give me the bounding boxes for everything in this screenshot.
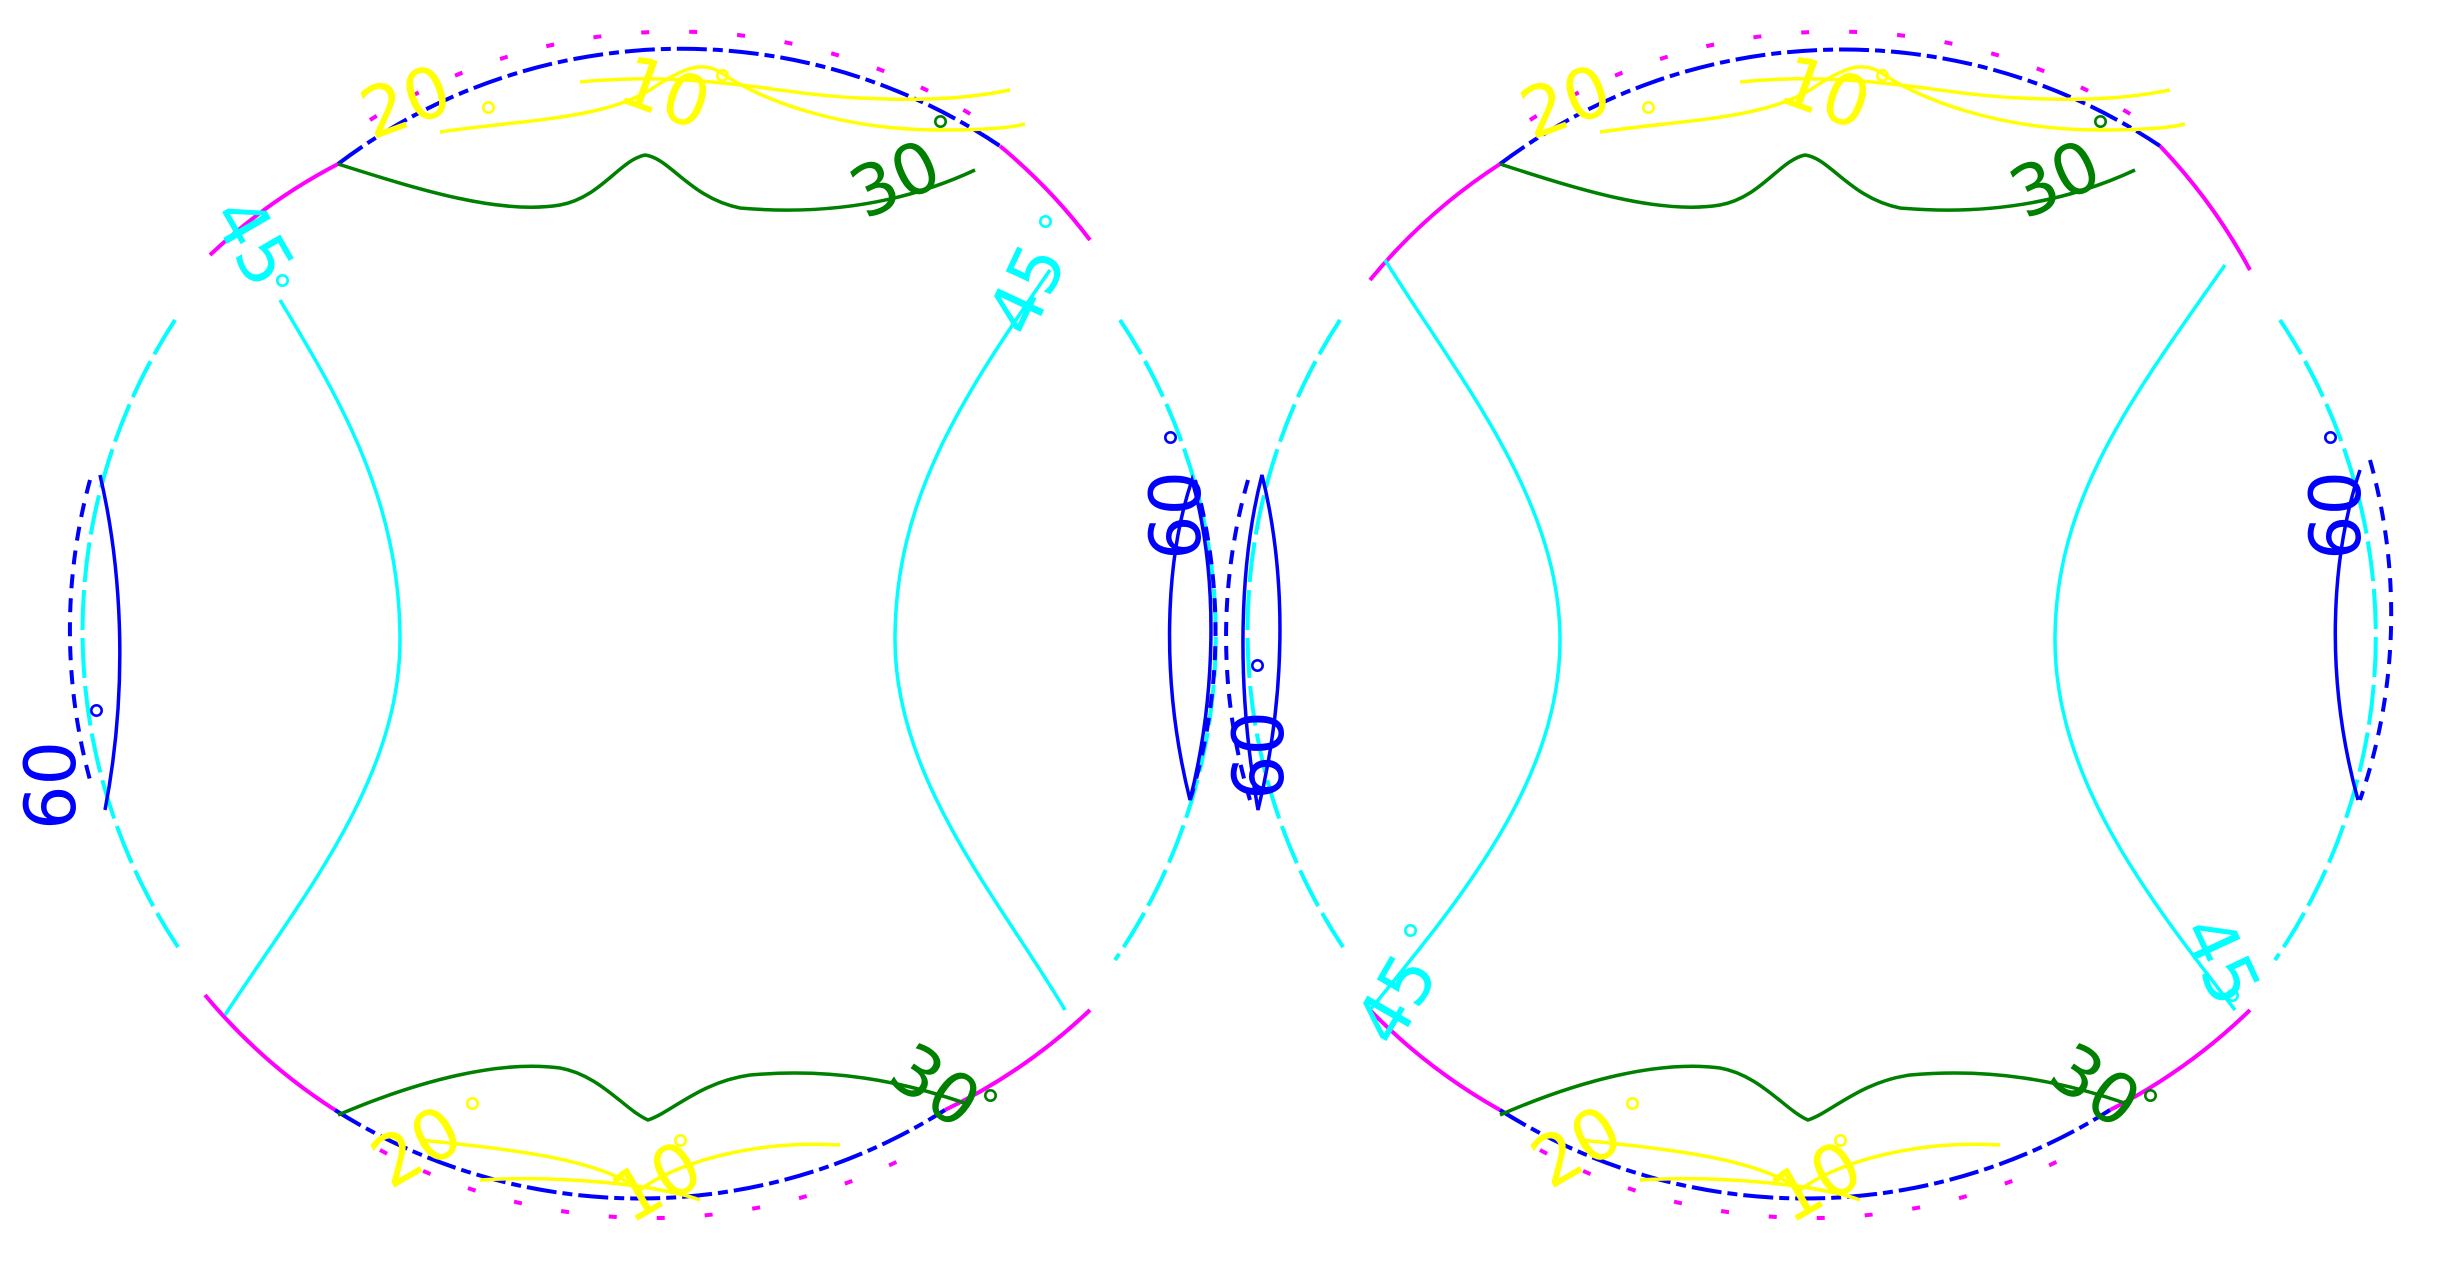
left-contour-45-left: [223, 299, 402, 1016]
left-contour-20-bottom: [419, 1138, 841, 1193]
right-contour-60-left: [1241, 474, 1282, 811]
left-boundary-botleft: [203, 993, 337, 1112]
right-labels: 20 ° 10 ° 30 ° 60 ° 60 ° 45 ° 45 ° 30 ° …: [1218, 39, 2377, 1240]
left-boundary-topright: [998, 144, 1092, 242]
left-contour-20-top: [439, 65, 1026, 134]
left-contour-60-right: [1167, 474, 1213, 801]
left-labels: 20 ° 10 ° 30 ° 45 ° 45 ° 60 ° 60 ° 30 ° …: [10, 39, 1217, 1240]
left-deg-10-top: °: [712, 61, 733, 110]
right-label-45-right: 45: [2165, 903, 2277, 1018]
right-boundary-top: [1498, 47, 2162, 166]
left-label-30-bottom: 30: [875, 1027, 995, 1145]
right-contour-30-bottom: [1499, 1064, 2131, 1122]
left-label-60-right: 60: [1135, 471, 1217, 560]
left-boundary-bottom-magenta: [379, 1148, 921, 1220]
right-contours: [1241, 65, 2362, 1202]
right-contour-20-top: [1599, 65, 2186, 134]
right-deg-45-left: °: [1400, 916, 1421, 965]
right-deg-20-top: °: [1638, 93, 1659, 142]
right-label-10-bottom: 10: [1758, 1124, 1876, 1240]
left-contours: [98, 65, 1213, 1202]
left-contour-45-right: [893, 269, 1067, 1011]
right-label-60-right: 60: [2295, 471, 2377, 560]
left-contour-10-bottom: [479, 1176, 701, 1202]
right-boundary-bottom: [1498, 1108, 2112, 1201]
left-contour-30-bottom: [337, 1064, 971, 1122]
left-stereonet: 20 ° 10 ° 30 ° 45 ° 45 ° 60 ° 60 ° 30 ° …: [10, 29, 1218, 1240]
right-deg-60-right: °: [2320, 423, 2341, 472]
left-boundary-right: [1113, 318, 1218, 962]
left-boundary-left: [80, 318, 182, 952]
right-deg-60-left: °: [1247, 651, 1268, 700]
left-contour-60-left: [98, 474, 122, 811]
left-deg-45-left: °: [272, 266, 293, 315]
left-boundary-left-blue: [67, 479, 92, 781]
right-contour-45-left: [1368, 259, 1562, 1012]
right-contour-20-bottom: [1579, 1138, 2001, 1193]
right-deg-30-bottom: °: [2140, 1081, 2161, 1130]
left-label-45-left: 45: [195, 183, 311, 301]
right-label-45-left: 45: [1339, 940, 1455, 1058]
left-deg-20-bottom: °: [462, 1089, 483, 1138]
left-deg-10-bottom: °: [670, 1126, 691, 1175]
left-deg-20-top: °: [478, 93, 499, 142]
right-deg-10-bottom: °: [1830, 1126, 1851, 1175]
right-stereonet: 20 ° 10 ° 30 ° 60 ° 60 ° 45 ° 45 ° 30 ° …: [1218, 29, 2394, 1240]
right-contour-30-top: [1499, 153, 2136, 212]
right-deg-45-right: °: [2222, 981, 2243, 1030]
right-deg-10-top: °: [1872, 61, 1893, 110]
right-boundary: [1224, 29, 2394, 1220]
right-label-60-left: 60: [1218, 711, 1300, 800]
right-contour-45-right: [2053, 263, 2237, 1012]
right-label-20-top: 20: [1510, 48, 1622, 156]
left-label-45-right: 45: [971, 232, 1083, 347]
left-label-20-top: 20: [350, 48, 462, 156]
left-label-60-left: 60: [10, 741, 92, 830]
right-boundary-topright: [2158, 144, 2252, 271]
left-deg-30-bottom: °: [980, 1081, 1001, 1130]
right-contour-60-right: [2333, 469, 2362, 801]
right-boundary-right: [2273, 318, 2378, 962]
right-boundary-botleft: [1368, 1008, 1501, 1112]
left-deg-30-top: °: [930, 107, 951, 156]
left-label-10-top: 10: [609, 39, 721, 147]
left-boundary-top: [336, 46, 1002, 166]
right-contour-10-bottom: [1639, 1176, 1861, 1202]
left-label-20-bottom: 20: [358, 1089, 476, 1205]
right-boundary-bottom-magenta: [1539, 1148, 2081, 1220]
right-deg-30-top: °: [2090, 107, 2111, 156]
left-deg-45-right: °: [1035, 207, 1056, 256]
left-deg-60-right: °: [1160, 423, 1181, 472]
right-boundary-topleft: [1368, 162, 1502, 282]
right-label-20-bottom: 20: [1518, 1089, 1636, 1205]
right-boundary-left: [1245, 318, 1347, 952]
left-boundary: [67, 29, 1218, 1220]
right-boundary-right-blue: [2358, 459, 2394, 801]
left-contour-30-top: [337, 153, 976, 212]
left-label-10-bottom: 10: [598, 1124, 716, 1240]
left-boundary-bottom: [333, 1108, 947, 1201]
right-label-30-bottom: 30: [2035, 1027, 2155, 1145]
left-deg-60-left: °: [86, 696, 107, 745]
right-label-10-top: 10: [1769, 39, 1881, 147]
right-deg-20-bottom: °: [1622, 1089, 1643, 1138]
left-boundary-topleft: [208, 162, 339, 257]
